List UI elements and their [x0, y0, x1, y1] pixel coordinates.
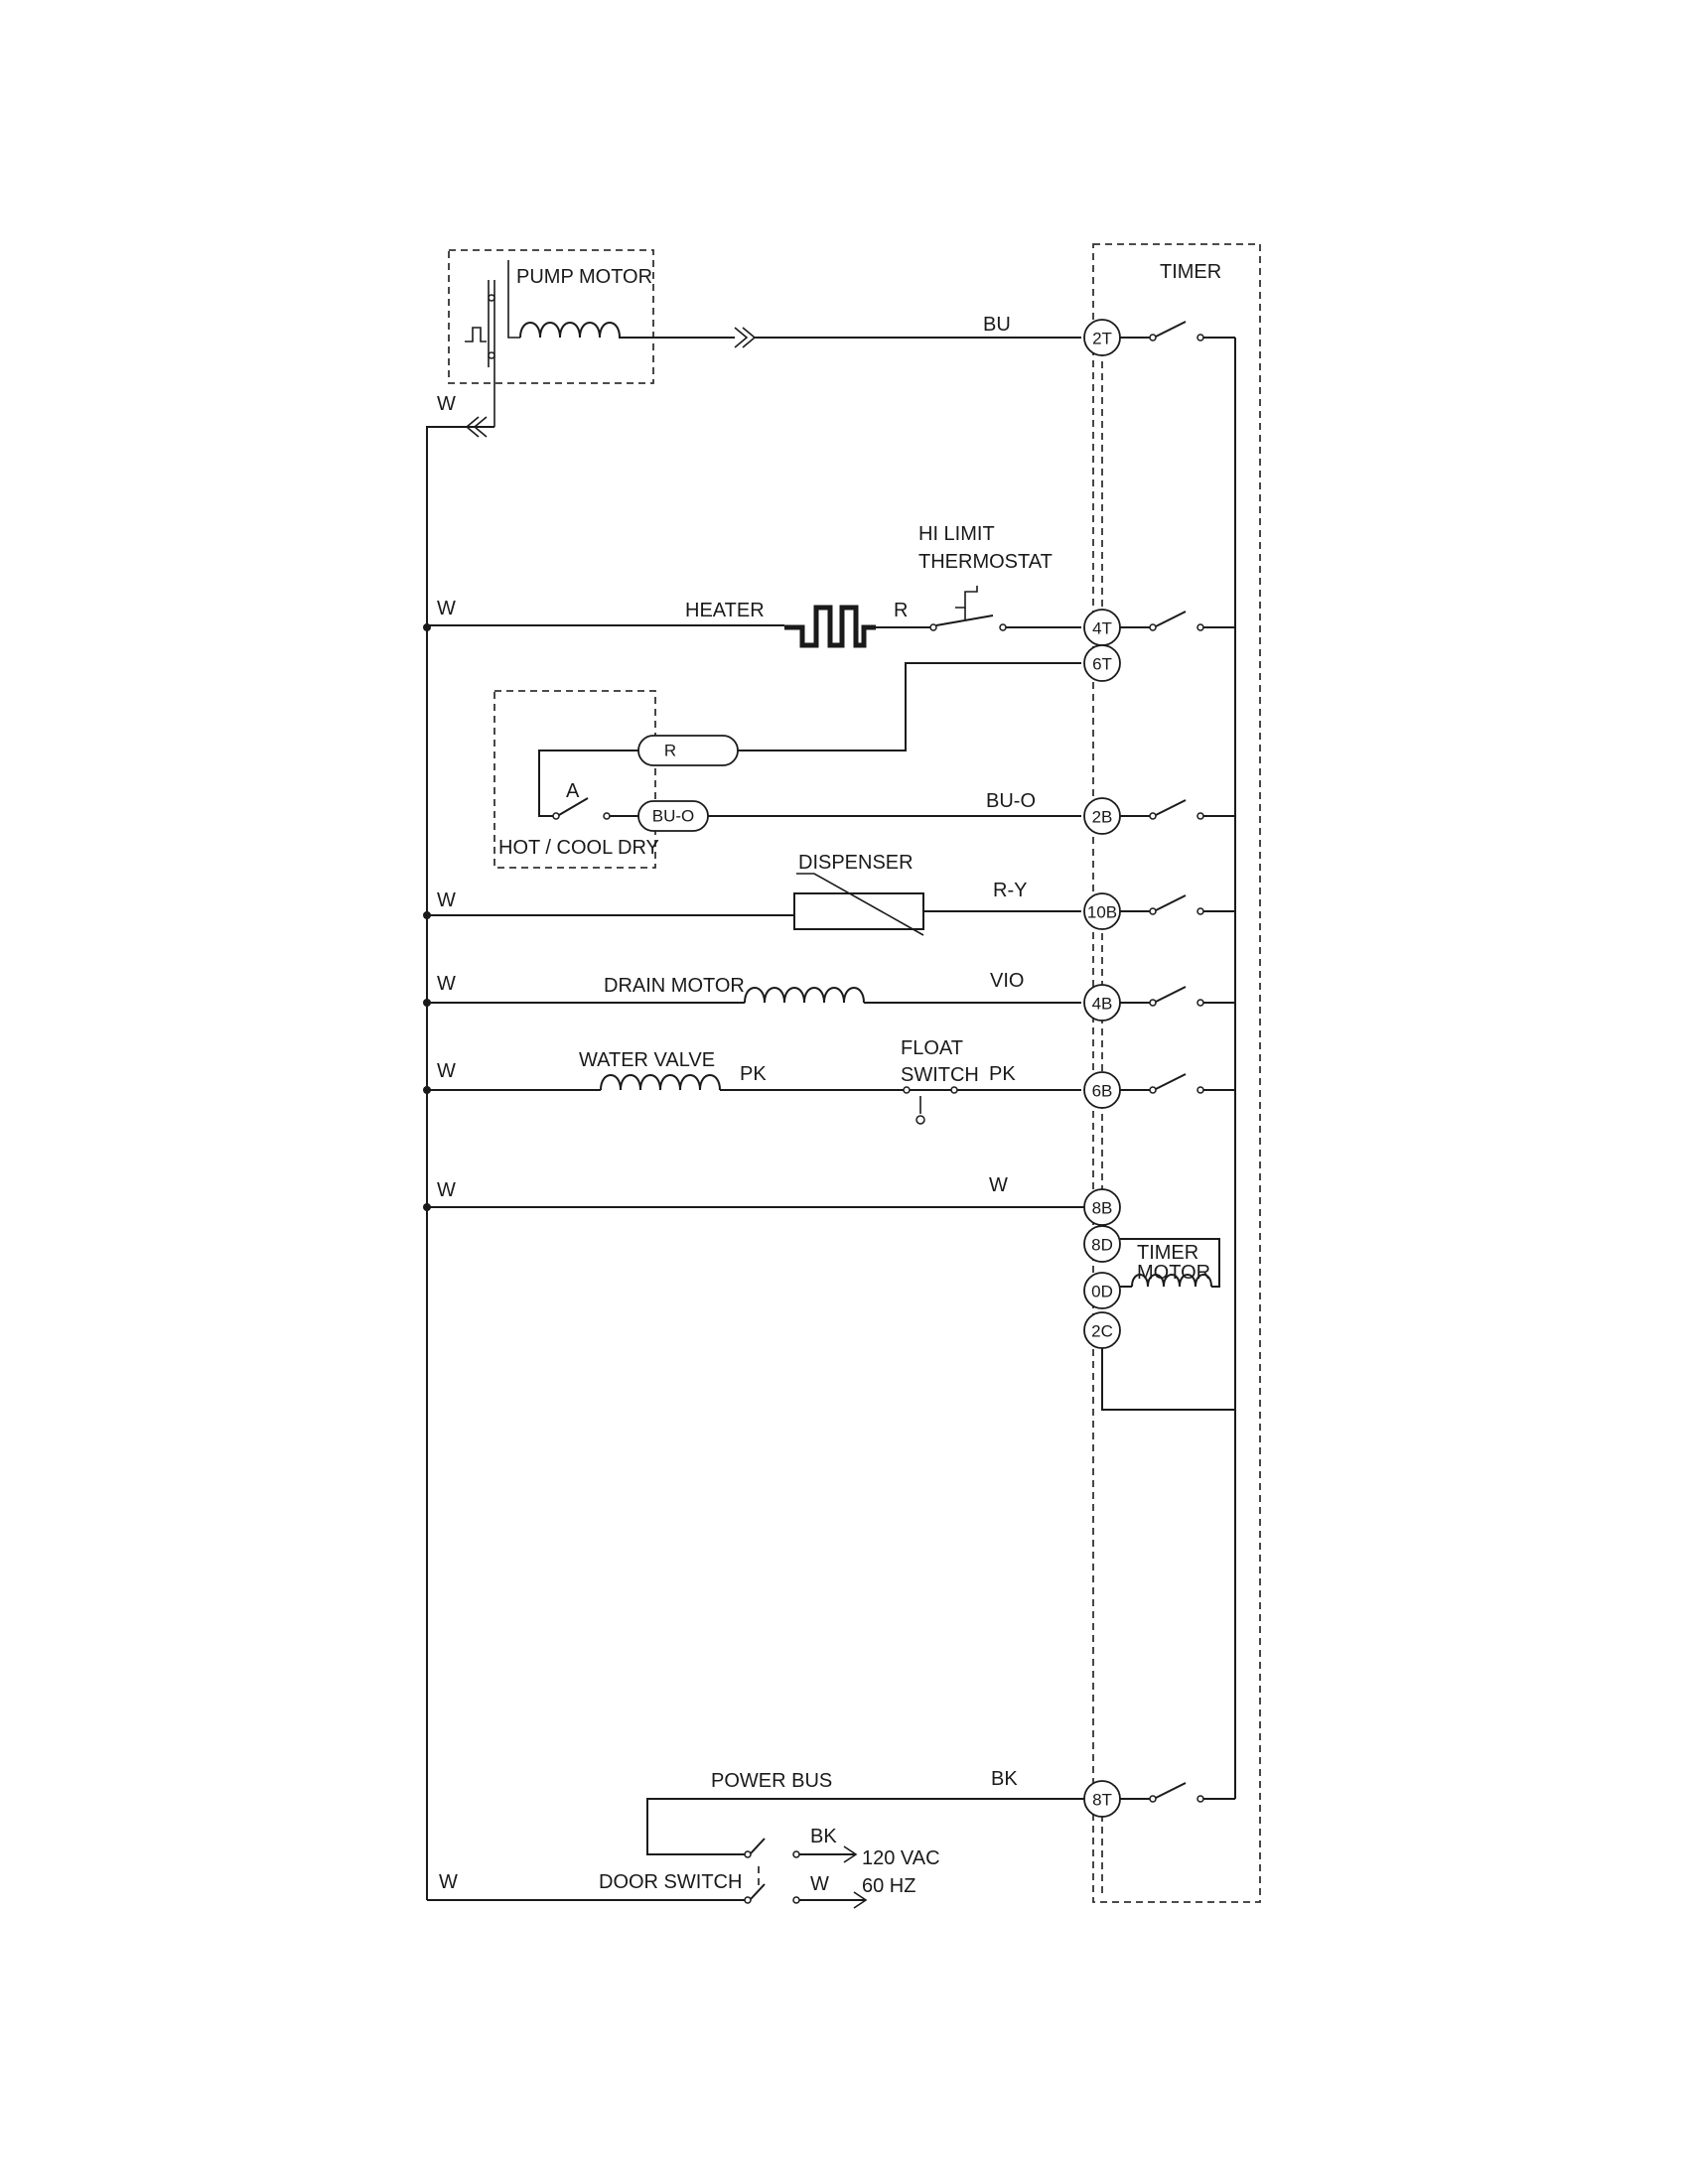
pump-motor-label: PUMP MOTOR	[516, 266, 652, 288]
wire-color-r-y: R-Y	[993, 880, 1027, 901]
timer-terminal-2b: 2B	[1083, 797, 1121, 835]
timer-motor-label-1: TIMER	[1137, 1242, 1198, 1264]
float-switch: FLOAT SWITCH	[901, 1037, 1081, 1125]
pump-return-wire	[426, 416, 494, 1900]
hi-limit-thermostat: HI LIMIT THERMOSTAT	[918, 523, 1081, 631]
junction-dot-heater	[423, 623, 431, 631]
svg-text:4T: 4T	[1092, 619, 1112, 638]
drain-motor: DRAIN MOTOR	[427, 975, 1081, 1004]
contact-a-label: A	[566, 780, 580, 802]
timer-motor-label-2: MOTOR	[1137, 1262, 1210, 1284]
timer-terminal-10b: 10B	[1083, 892, 1121, 930]
timer-terminal-4t: 4T	[1083, 609, 1121, 646]
svg-text:8D: 8D	[1091, 1236, 1113, 1255]
junction-dot-valve	[423, 1086, 431, 1094]
float-label-1: FLOAT	[901, 1037, 963, 1059]
drain-motor-label: DRAIN MOTOR	[604, 975, 745, 997]
wire-color-r-heater: R	[894, 600, 908, 621]
pump-motor: PUMP MOTOR	[465, 260, 1081, 427]
door-switch: DOOR SWITCH	[427, 1838, 868, 1909]
door-switch-label: DOOR SWITCH	[599, 1871, 742, 1893]
selector-terminal-bu-o: BU-O	[652, 807, 695, 826]
float-label-2: SWITCH	[901, 1064, 979, 1086]
supply-frequency-label: 60 HZ	[862, 1875, 915, 1897]
svg-text:8T: 8T	[1092, 1791, 1112, 1810]
wire-color-w-8b-right: W	[989, 1174, 1008, 1196]
pump-motor-enclosure	[448, 249, 654, 384]
wire-color-pk-1: PK	[740, 1063, 767, 1085]
svg-text:4B: 4B	[1092, 995, 1113, 1014]
svg-text:10B: 10B	[1087, 903, 1117, 922]
wire-color-bk-supply: BK	[810, 1826, 837, 1847]
timer-terminal-4b: 4B	[1083, 984, 1121, 1022]
svg-text:2B: 2B	[1092, 808, 1113, 827]
selector-terminal-r: R	[664, 742, 676, 760]
wire-color-w-drain: W	[437, 973, 456, 995]
wire-color-bk-bus: BK	[991, 1768, 1018, 1790]
svg-text:2C: 2C	[1091, 1322, 1113, 1341]
svg-text:8B: 8B	[1092, 1199, 1113, 1218]
dispenser: DISPENSER	[427, 852, 1081, 936]
wire-color-w-8b-left: W	[437, 1179, 456, 1201]
svg-text:0D: 0D	[1091, 1283, 1113, 1301]
junction-dot-8b	[423, 1203, 431, 1211]
timer-internal-wiring	[1101, 321, 1236, 1896]
wire-color-w-valve: W	[437, 1060, 456, 1082]
water-valve-label: WATER VALVE	[579, 1049, 715, 1071]
water-valve: WATER VALVE	[427, 1049, 904, 1091]
dispenser-label: DISPENSER	[798, 852, 914, 874]
heater-label: HEATER	[685, 600, 765, 621]
timer-label: TIMER	[1160, 261, 1221, 283]
wire-color-bu: BU	[983, 314, 1011, 336]
power-bus-label: POWER BUS	[711, 1770, 832, 1792]
wire-color-pk-2: PK	[989, 1063, 1016, 1085]
power-bus: POWER BUS	[646, 1770, 1084, 1855]
wire-color-bu-o: BU-O	[986, 790, 1036, 812]
hi-limit-label-2: THERMOSTAT	[918, 551, 1053, 573]
wire-color-w-heater: W	[437, 598, 456, 619]
junction-dot-dispenser	[423, 911, 431, 919]
timer-terminal-6b: 6B	[1083, 1071, 1121, 1109]
timer-enclosure	[1092, 243, 1261, 1903]
timer-terminal-8d: 8D	[1083, 1225, 1121, 1263]
timer-terminal-6t: 6T	[1083, 644, 1121, 682]
wire-color-w-door: W	[439, 1871, 458, 1893]
wire-color-w-dispenser: W	[437, 889, 456, 911]
hot-cool-dry-label: HOT / COOL DRY	[498, 837, 659, 859]
hot-cool-dry-enclosure	[493, 690, 656, 869]
hi-limit-label-1: HI LIMIT	[918, 523, 995, 545]
wire-color-w-pump: W	[437, 393, 456, 415]
svg-text:6B: 6B	[1092, 1082, 1113, 1101]
timer-terminal-8t: 8T	[1083, 1780, 1121, 1818]
timer-terminal-8b: 8B	[1083, 1188, 1121, 1226]
svg-text:6T: 6T	[1092, 655, 1112, 674]
junction-dot-drain	[423, 999, 431, 1007]
timer-terminal-0d: 0D	[1083, 1272, 1121, 1309]
wire-color-vio: VIO	[990, 970, 1024, 992]
timer-terminal-2t: 2T	[1083, 319, 1121, 356]
wire-color-w-supply: W	[810, 1873, 829, 1895]
timer-terminal-2c: 2C	[1083, 1311, 1121, 1349]
supply-voltage-label: 120 VAC	[862, 1847, 940, 1869]
hot-cool-dry-selector: R BU-O A HOT / COOL DRY	[498, 662, 1081, 859]
heater: HEATER	[427, 600, 933, 648]
svg-text:2T: 2T	[1092, 330, 1112, 348]
